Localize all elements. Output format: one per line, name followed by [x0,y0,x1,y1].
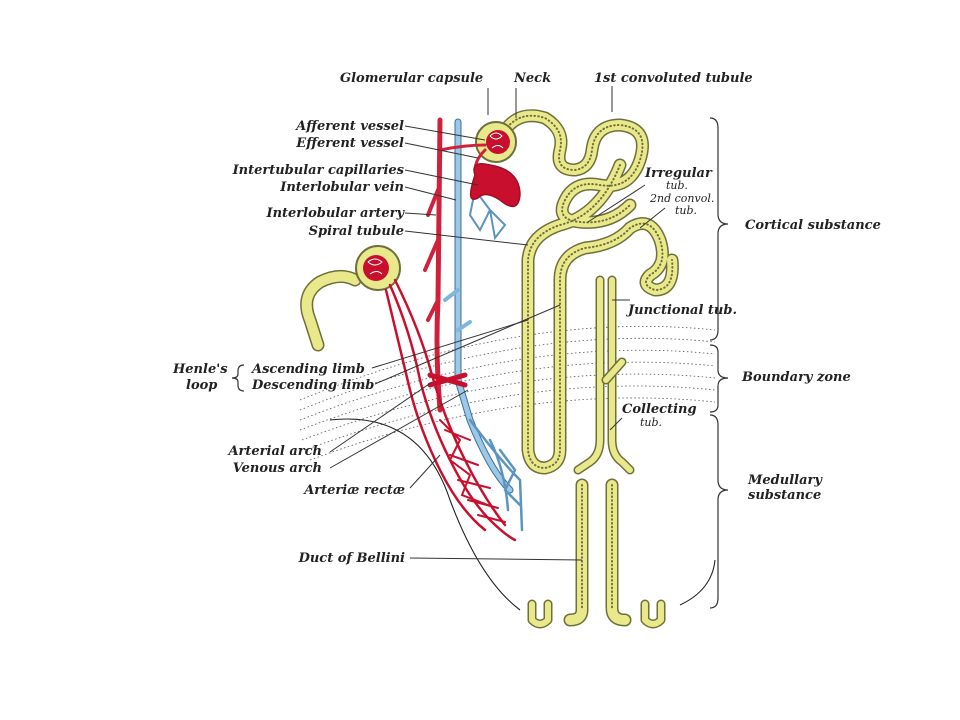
label-henles-2: loop [186,378,217,393]
label-interlobular-artery: Interlobular artery [266,206,406,221]
label-collecting-tub-2: tub. [640,416,662,429]
afferent-vessel [438,143,487,152]
henles-brace [231,364,245,392]
artery-branch-1 [423,188,440,322]
label-henles-1: Henle's [172,362,228,377]
collecting-tubule [573,275,635,475]
label-arterial-arch: Arterial arch [226,444,322,459]
brace-cortical [709,117,729,341]
label-first-convoluted-tubule: 1st convoluted tubule [594,71,753,86]
intertubular-capillaries [469,163,521,208]
label-second-convol-2: tub. [675,204,697,217]
label-irregular-tub-1: Irregular [644,166,713,181]
glomerulus-upper [475,121,517,163]
label-glomerular-capsule: Glomerular capsule [340,71,483,86]
collecting-branch-fill [603,359,625,383]
region-braces [709,117,729,609]
label-neck: Neck [513,71,551,86]
capillary-net-vein [468,187,507,241]
left-nephron-fill [301,271,360,350]
label-intertubular-capillaries: Intertubular capillaries [232,163,405,178]
main-nephron-dots [504,114,674,469]
label-boundary-zone: Boundary zone [741,370,851,385]
brace-boundary [709,344,729,413]
label-junctional-tub: Junctional tub. [625,303,737,318]
label-interlobular-vein: Interlobular vein [279,180,404,195]
venous-network [468,418,524,532]
label-arteriae-rectae: Arteriæ rectæ [302,483,405,498]
lower-efferent-bundle [384,278,517,542]
labels: Glomerular capsule Neck 1st convoluted t… [172,71,881,566]
arterial-vessels [384,117,521,542]
label-efferent-vessel: Efferent vessel [295,136,404,151]
label-second-convol-1: 2nd convol. [649,192,714,205]
brace-medullary [709,414,729,609]
label-afferent-vessel: Afferent vessel [294,119,404,134]
duct-of-bellini-dots [581,484,613,611]
terminal-cup-1-fill [529,601,551,627]
label-irregular-tub-2: tub. [666,179,688,192]
boundary-zone-band [299,325,716,461]
label-venous-arch: Venous arch [233,461,322,476]
label-medullary-2: substance [748,488,821,503]
label-ascending-limb: Ascending limb [250,362,365,377]
label-duct-of-bellini: Duct of Bellini [298,551,405,566]
collecting-tubule-fill [575,277,633,473]
glomerulus-lower [355,245,401,291]
terminal-cup-2-fill [642,601,664,627]
label-medullary-1: Medullary [747,473,823,488]
tubule-system [300,109,679,629]
label-spiral-tubule: Spiral tubule [309,224,404,239]
medullary-boundary-curve [329,418,521,611]
medullary-lower-curve [679,559,716,606]
label-descending-limb: Descending limb [251,378,374,393]
interlobular-artery [434,117,443,413]
duct-of-bellini-fill [565,480,630,625]
venous-vessels [443,118,524,532]
arteriae-rectae-net [439,419,506,523]
vein-branch-1 [443,288,472,332]
leader-lines [329,86,666,561]
arterial-arch-node [427,372,468,388]
label-cortical-substance: Cortical substance [745,218,881,233]
label-collecting-tub-1: Collecting [622,402,697,417]
